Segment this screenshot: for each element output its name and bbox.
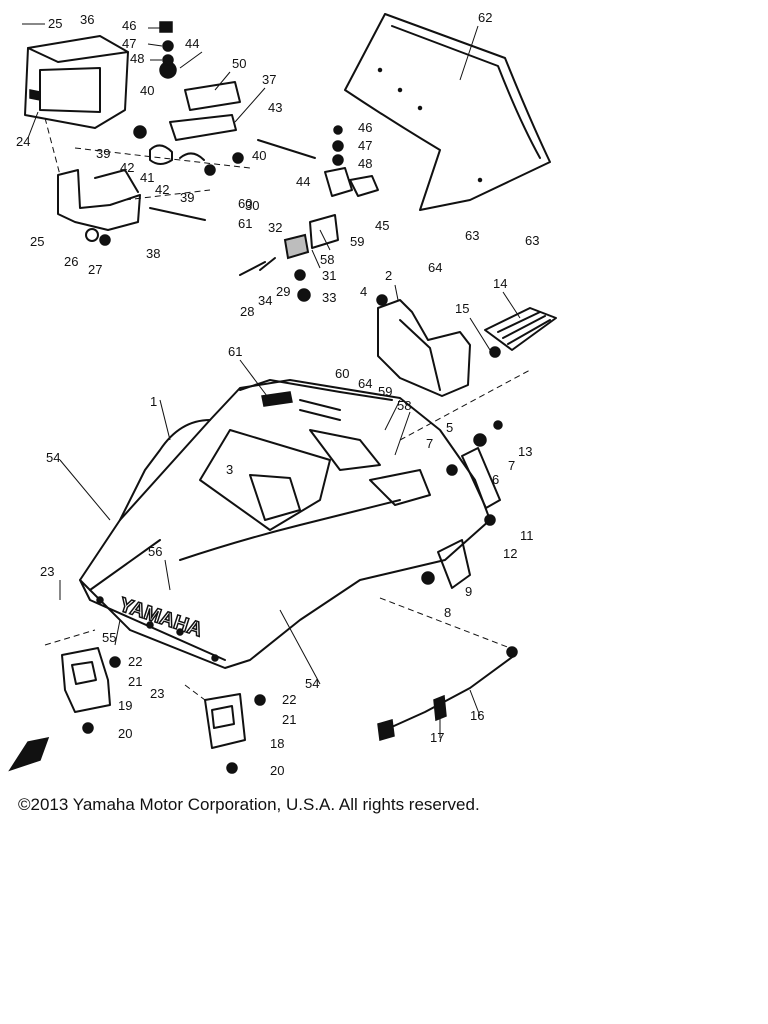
callout-51: 50 — [232, 56, 246, 71]
callout-60: 61 — [228, 344, 242, 359]
callout-54b: 54 — [305, 676, 319, 691]
cable-part — [377, 646, 518, 741]
callout-36: 36 — [80, 12, 94, 27]
callout-9-10: 9 — [465, 584, 472, 599]
callout-6: 6 — [492, 472, 499, 487]
callout-7a: 7 — [426, 436, 433, 451]
hinge-assembly-part — [133, 21, 316, 221]
callout-30: 29 — [276, 284, 290, 299]
right-hinge-part — [239, 125, 379, 302]
callout-31: 30 — [245, 198, 259, 213]
callout-34: 33 — [322, 290, 336, 305]
callout-42a: 42 — [120, 160, 134, 175]
callout-61: 62 — [478, 10, 492, 25]
callout-22b: 22 — [282, 692, 296, 707]
callout-2: 2 — [385, 268, 392, 283]
callout-15: 15 — [455, 301, 469, 316]
callout-54a: 54 — [46, 450, 60, 465]
callout-40b: 40 — [252, 148, 266, 163]
callout-19: 19 — [118, 698, 132, 713]
callout-20b: 20 — [270, 763, 284, 778]
callout-22a: 22 — [128, 654, 142, 669]
callout-23a: 23 — [40, 564, 54, 579]
callout-58: 59 — [378, 384, 392, 399]
guide-lines — [44, 117, 531, 701]
callout-48b: 48 — [358, 156, 372, 171]
callout-50: 59 — [350, 234, 364, 249]
callout-4: 4 — [360, 284, 367, 299]
callout-23b: 23 — [150, 686, 164, 701]
callout-62b: 63 — [525, 233, 539, 248]
callout-53: 61 — [238, 216, 252, 231]
callout-39a: 39 — [96, 146, 110, 161]
headlight-bracket-part — [376, 294, 471, 397]
callout-26: 25 — [48, 16, 62, 31]
callout-49: 58 — [320, 252, 334, 267]
side-panel-part — [421, 420, 503, 589]
callout-42b: 42 — [155, 182, 169, 197]
callout-45: 45 — [375, 218, 389, 233]
callout-40a: 40 — [140, 83, 154, 98]
callout-48a: 48 — [130, 51, 144, 66]
callout-21a: 21 — [128, 674, 142, 689]
callout-25: 25 — [30, 234, 44, 249]
callout-21b: 21 — [282, 712, 296, 727]
callout-39b: 39 — [180, 190, 194, 205]
leader-lines — [22, 23, 521, 738]
copyright-notice: ©2013 Yamaha Motor Corporation, U.S.A. A… — [18, 795, 480, 814]
windshield-part — [344, 13, 551, 211]
instrument-box-part — [24, 35, 129, 129]
callout-59: 60 — [335, 366, 349, 381]
callout-13: 13 — [518, 444, 532, 459]
callout-32: 31 — [322, 268, 336, 283]
callout-20a: 20 — [118, 726, 132, 741]
callout-33: 32 — [268, 220, 282, 235]
callout-1: 1 — [150, 394, 157, 409]
callout-47b: 47 — [358, 138, 372, 153]
callout-11: 11 — [520, 528, 534, 543]
callout-labels: 25 36 46 47 48 44 50 37 40 43 24 39 42 4… — [16, 10, 539, 778]
callout-55: 55 — [102, 630, 116, 645]
callout-37: 37 — [262, 72, 276, 87]
main-hood-part: YAMAHA — [79, 379, 491, 669]
bracket-part — [57, 169, 141, 246]
callout-7b: 7 — [508, 458, 515, 473]
callout-5: 5 — [446, 420, 453, 435]
callout-14: 14 — [493, 276, 507, 291]
callout-28: 27 — [88, 262, 102, 277]
callout-12: 12 — [503, 546, 517, 561]
callout-63: 64 — [428, 260, 442, 275]
lower-hinge-right-part — [204, 693, 266, 774]
lower-hinge-left-part — [61, 647, 121, 734]
callout-8: 8 — [444, 605, 451, 620]
step-pad-part — [484, 307, 557, 358]
callout-27: 26 — [64, 254, 78, 269]
front-arrow-icon — [8, 737, 50, 772]
callout-18: 18 — [270, 736, 284, 751]
callout-41: 41 — [140, 170, 154, 185]
callout-44b: 44 — [296, 174, 310, 189]
callout-44a: 44 — [185, 36, 199, 51]
callout-47a: 47 — [122, 36, 136, 51]
callout-29: 28 — [240, 304, 254, 319]
callout-3: 3 — [226, 462, 233, 477]
callout-38: 38 — [146, 246, 160, 261]
hood-brand-text: YAMAHA — [116, 594, 205, 641]
callout-46a: 46 — [122, 18, 136, 33]
callout-52: 60 — [238, 196, 252, 211]
callout-62a: 63 — [465, 228, 479, 243]
callout-57: 58 — [397, 398, 411, 413]
callout-16: 16 — [470, 708, 484, 723]
callout-24: 24 — [16, 134, 30, 149]
callout-17: 17 — [430, 730, 444, 745]
callout-35: 34 — [258, 293, 272, 308]
callout-56: 56 — [148, 544, 162, 559]
callout-63b: 64 — [358, 376, 372, 391]
callout-46b: 46 — [358, 120, 372, 135]
exploded-parts-diagram: YAMAHA 25 3 — [8, 10, 557, 778]
callout-43: 43 — [268, 100, 282, 115]
